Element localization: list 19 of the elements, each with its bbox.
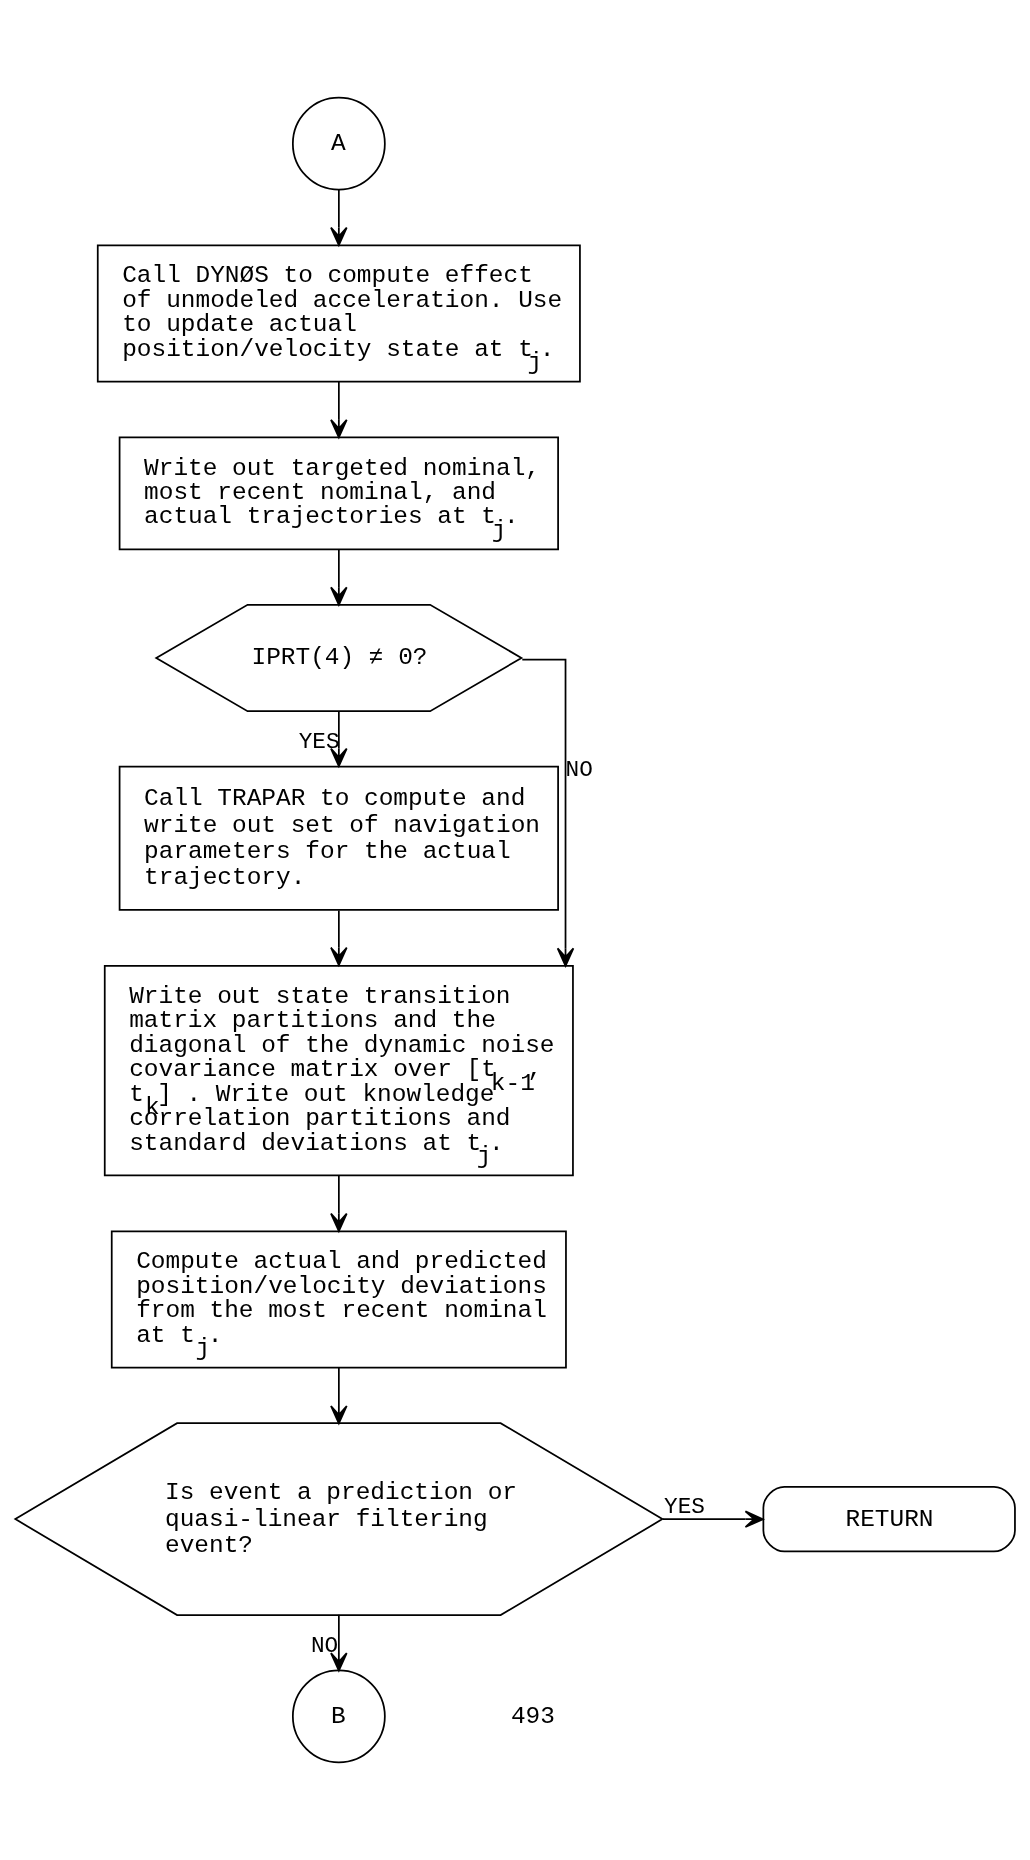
- label: 493: [510, 1702, 555, 1730]
- arrow: [330, 548, 348, 606]
- arrow: [662, 1510, 764, 1528]
- node-circle: B: [291, 1669, 386, 1764]
- edge-label: YES: [298, 729, 340, 756]
- arrow: [330, 381, 348, 439]
- arrow: [330, 909, 348, 967]
- arrow: [521, 658, 575, 967]
- arrow: [330, 188, 348, 246]
- arrow: [330, 1366, 348, 1425]
- node-box: RETURN: [762, 1485, 1016, 1553]
- arrow: [330, 1613, 348, 1672]
- arrow: [330, 1174, 348, 1232]
- node-circle: A: [291, 96, 386, 191]
- node-box: Call TRAPAR to compute and write out set of navigation parameters for the actual trajectory.: [118, 765, 559, 911]
- edge-label: NO: [310, 1633, 339, 1660]
- arrow: [330, 710, 348, 768]
- edge-label: YES: [664, 1493, 705, 1520]
- edge-label: NO: [565, 757, 593, 784]
